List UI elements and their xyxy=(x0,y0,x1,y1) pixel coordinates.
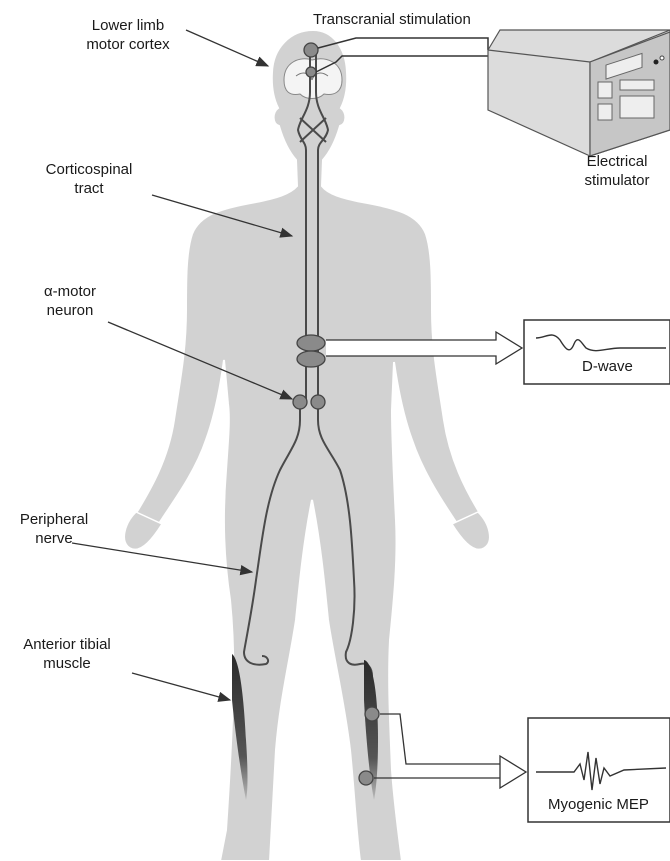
electrical-stimulator-icon xyxy=(488,30,670,156)
anterior-tibial-label-line2: muscle xyxy=(6,654,128,673)
motor-neuron-label-line2: neuron xyxy=(24,301,116,320)
mep-signal-path xyxy=(374,714,526,788)
spinal-electrode-1 xyxy=(297,335,325,351)
motor-cortex-label: Lower limb motor cortex xyxy=(68,16,188,54)
peripheral-nerve-label-line1: Peripheral xyxy=(8,510,100,529)
muscle-electrode-lower xyxy=(359,771,373,785)
d-wave-label: D-wave xyxy=(582,358,633,375)
transcranial-label: Transcranial stimulation xyxy=(313,10,471,29)
anterior-tibial-label-line1: Anterior tibial xyxy=(6,635,128,654)
cortex-node-lower xyxy=(306,67,316,77)
anterior-tibial-label: Anterior tibial muscle xyxy=(6,635,128,673)
cortex-node-top xyxy=(304,43,318,57)
motor-neuron-label: α-motor neuron xyxy=(24,282,116,320)
peripheral-nerve-label-line2: nerve xyxy=(8,529,100,548)
motor-neuron-label-line1: α-motor xyxy=(24,282,116,301)
motor-cortex-pointer xyxy=(186,30,268,66)
alpha-motor-neuron-left xyxy=(293,395,307,409)
electrical-stimulator-label: Electrical stimulator xyxy=(570,152,664,190)
electrical-stimulator-label-line2: stimulator xyxy=(570,171,664,190)
muscle-electrode-upper xyxy=(365,707,379,721)
motor-cortex-label-line2: motor cortex xyxy=(68,35,188,54)
electrical-stimulator-label-line1: Electrical xyxy=(570,152,664,171)
anterior-tibial-pointer xyxy=(132,673,230,700)
peripheral-nerve-label: Peripheral nerve xyxy=(8,510,100,548)
corticospinal-label-line1: Corticospinal xyxy=(30,160,148,179)
body-outline xyxy=(130,30,486,861)
spinal-electrode-2 xyxy=(297,351,325,367)
corticospinal-label-line2: tract xyxy=(30,179,148,198)
brain xyxy=(284,59,342,99)
myogenic-mep-label: Myogenic MEP xyxy=(548,796,649,813)
motor-cortex-label-line1: Lower limb xyxy=(68,16,188,35)
alpha-motor-neuron-right xyxy=(311,395,325,409)
corticospinal-label: Corticospinal tract xyxy=(30,160,148,198)
